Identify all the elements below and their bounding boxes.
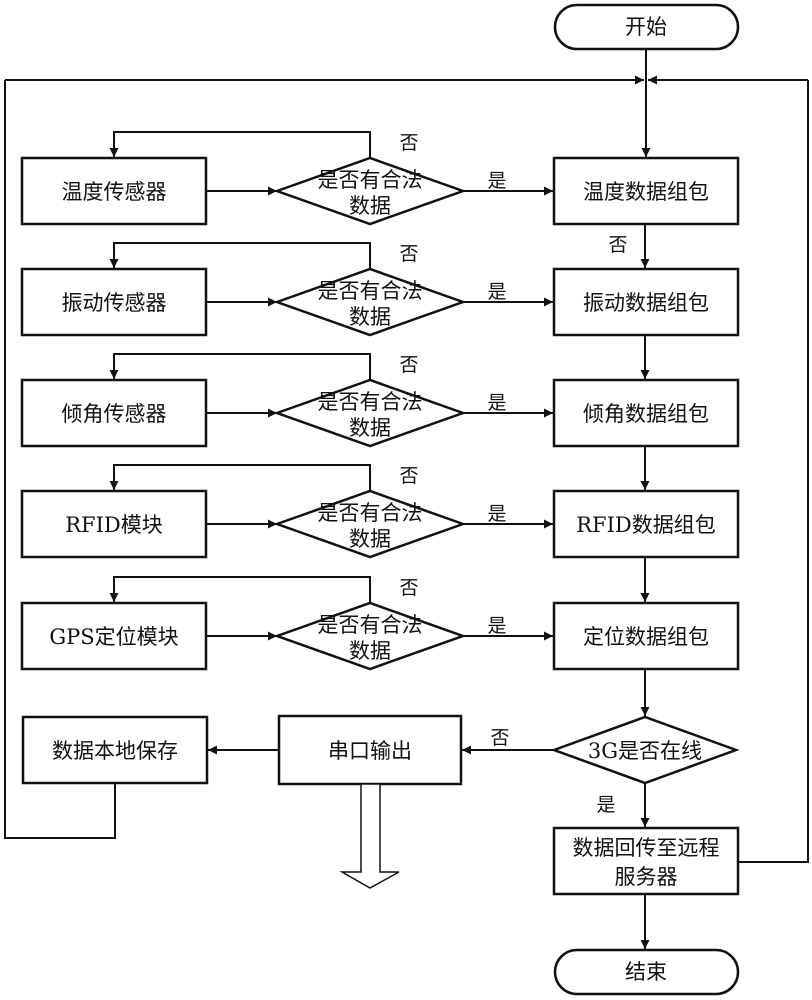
packet-label: 倾角数据组包 (583, 402, 709, 426)
validity-check-label-line2: 数据 (349, 527, 391, 551)
online-no-label: 否 (490, 727, 509, 749)
connector-check-no-loop (109, 242, 371, 269)
check-yes-label: 是 (487, 170, 506, 192)
connector-check-no-loop (109, 353, 371, 380)
validity-check-label-line2: 数据 (349, 194, 391, 218)
check-no-label: 否 (399, 465, 418, 487)
online-check-diamond: 3G是否在线 (550, 715, 740, 785)
start-terminal: 开始 (553, 3, 740, 51)
between-packets-no-label: 否 (608, 234, 627, 256)
validity-check-label-line2: 数据 (349, 639, 391, 663)
validity-check-label-line1: 是否有合法 (318, 279, 423, 303)
check-no-label: 否 (399, 354, 418, 376)
serial-output-arrow-icon (339, 783, 400, 889)
packet-label: RFID数据组包 (576, 513, 716, 537)
sensor-source-box: 温度传感器 (20, 156, 208, 226)
validity-check-label-line1: 是否有合法 (318, 501, 423, 525)
sensor-source-label: 振动传感器 (62, 291, 167, 315)
remote-upload-box: 数据回传至远程 服务器 (552, 826, 740, 896)
connector-local-save-loop (4, 80, 116, 839)
start-label: 开始 (625, 15, 667, 39)
sensor-source-label: 倾角传感器 (62, 402, 167, 426)
end-terminal: 结束 (553, 948, 740, 996)
sensor-source-label: GPS定位模块 (49, 625, 178, 649)
check-yes-label: 是 (487, 615, 506, 637)
connector-check-no-loop (109, 576, 371, 603)
sensor-row: 振动传感器是否有合法数据否是振动数据组包 (20, 242, 740, 379)
sensor-source-label: RFID模块 (65, 513, 163, 537)
sensor-source-label: 温度传感器 (62, 180, 167, 204)
sensor-row: GPS定位模块是否有合法数据否是定位数据组包 (20, 576, 740, 716)
serial-output-label: 串口输出 (328, 739, 412, 763)
check-no-label: 否 (399, 132, 418, 154)
end-label: 结束 (625, 960, 667, 984)
packet-label: 温度数据组包 (583, 180, 709, 204)
validity-check-label-line2: 数据 (349, 305, 391, 329)
packet-box: 振动数据组包 (552, 267, 740, 337)
check-yes-label: 是 (487, 281, 506, 303)
connector-remote-loop (738, 80, 809, 863)
check-yes-label: 是 (487, 503, 506, 525)
online-yes-label: 是 (596, 794, 615, 816)
validity-check-label-line2: 数据 (349, 416, 391, 440)
packet-box: 定位数据组包 (552, 601, 740, 671)
sensor-row: 倾角传感器是否有合法数据否是倾角数据组包 (20, 353, 740, 490)
local-save-box: 数据本地保存 (21, 715, 209, 785)
sensor-source-box: RFID模块 (20, 489, 208, 559)
packet-box: RFID数据组包 (552, 489, 740, 559)
validity-check-label-line1: 是否有合法 (318, 390, 423, 414)
packet-label: 定位数据组包 (583, 625, 709, 649)
check-yes-label: 是 (487, 392, 506, 414)
connector-check-no-loop (109, 464, 371, 491)
sensor-source-box: GPS定位模块 (20, 601, 208, 671)
packet-box: 温度数据组包 (552, 156, 740, 226)
packet-box: 倾角数据组包 (552, 378, 740, 448)
sensor-source-box: 振动传感器 (20, 267, 208, 337)
packet-label: 振动数据组包 (583, 291, 709, 315)
check-no-label: 否 (399, 243, 418, 265)
remote-upload-label-line1: 数据回传至远程 (573, 836, 720, 860)
connector-check-no-loop (109, 131, 371, 158)
remote-upload-label-line2: 服务器 (615, 865, 678, 889)
validity-check-label-line1: 是否有合法 (318, 168, 423, 192)
sensor-row: 温度传感器是否有合法数据否是温度数据组包否 (20, 131, 740, 268)
validity-check-label-line1: 是否有合法 (318, 613, 423, 637)
online-check-label: 3G是否在线 (588, 739, 702, 763)
local-save-label: 数据本地保存 (52, 739, 178, 763)
sensor-source-box: 倾角传感器 (20, 378, 208, 448)
check-no-label: 否 (399, 577, 418, 599)
serial-output-box: 串口输出 (277, 714, 463, 786)
